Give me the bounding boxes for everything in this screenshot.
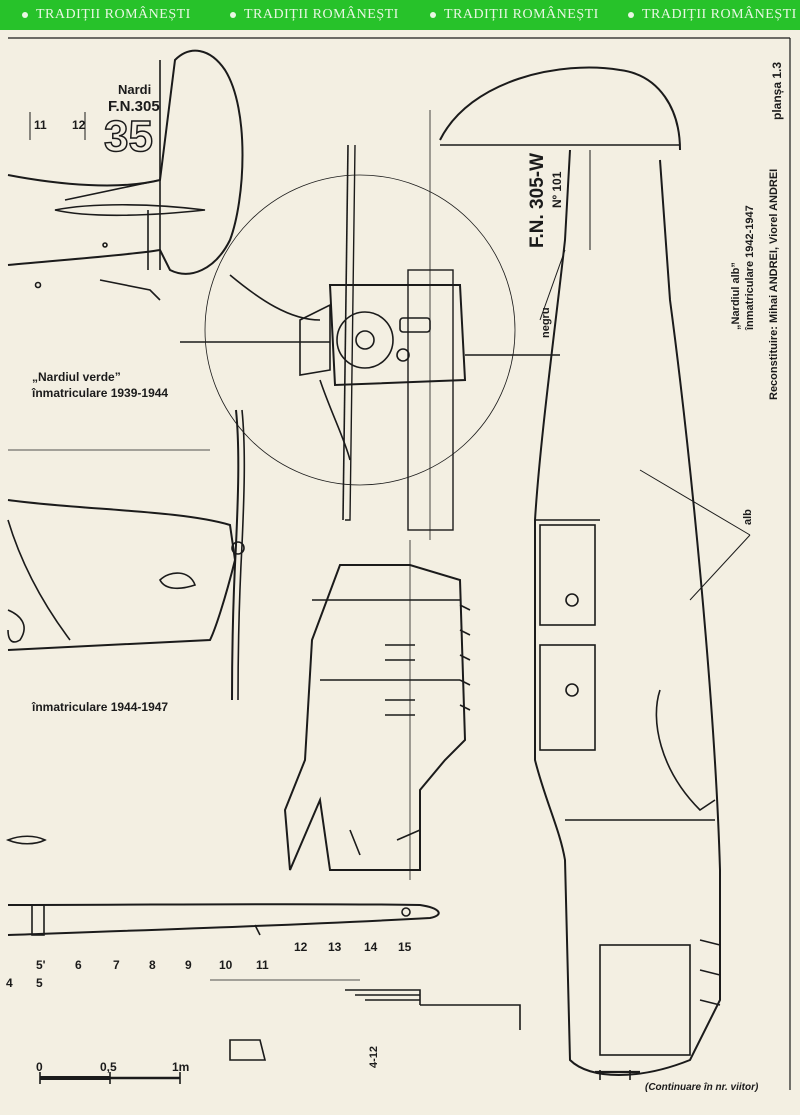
- tail-name: Nardi: [118, 82, 152, 97]
- white-version-registration: înmatriculare 1942-1947: [744, 205, 756, 330]
- header-banner: TRADIȚII ROMÂNEȘTI TRADIȚII ROMÂNEȘTI TR…: [0, 0, 800, 30]
- fuselage-plan-view: [7, 409, 246, 701]
- station-number: 11: [256, 958, 269, 972]
- station-number: 14: [364, 940, 378, 954]
- continuation-note: (Continuare în nr. viitor): [645, 1082, 759, 1093]
- station-number: 8: [149, 958, 156, 972]
- station-number: 5: [36, 976, 43, 990]
- scale-bar: [39, 1072, 181, 1084]
- cockpit-detail: [283, 540, 471, 880]
- scale-tick-label: 0: [36, 1060, 43, 1074]
- station-number: 5': [36, 958, 46, 972]
- green-version-registration: înmatriculare 1939-1944: [32, 386, 169, 400]
- station-number: 12: [72, 118, 86, 132]
- plate-number: planșa 1.3: [770, 61, 784, 120]
- credits: Reconstituire: Mihai ANDREI, Viorel ANDR…: [768, 168, 780, 400]
- banner-item: TRADIȚII ROMÂNEȘTI: [230, 7, 399, 23]
- bullet-icon: [628, 11, 634, 18]
- station-number: 10: [219, 958, 233, 972]
- bullet-icon: [22, 11, 28, 18]
- scale-tick-label: 0,5: [100, 1060, 117, 1074]
- banner-item: TRADIȚII ROMÂNEȘTI: [628, 7, 797, 23]
- station-number: 7: [113, 958, 120, 972]
- station-number: 9: [185, 958, 192, 972]
- scale-tick-label: 1m: [172, 1060, 190, 1074]
- bullet-icon: [430, 11, 436, 18]
- banner-item: TRADIȚII ROMÂNEȘTI: [22, 7, 191, 23]
- wing-profile-view: [5, 835, 521, 1061]
- registration-1944: înmatriculare 1944-1947: [32, 700, 169, 714]
- black-color-label: negru: [540, 307, 552, 338]
- fuselage-serial: Nº 101: [550, 171, 564, 208]
- station-number: 6: [75, 958, 82, 972]
- tail-side-view: [7, 49, 244, 301]
- bullet-icon: [230, 11, 236, 18]
- station-number: 12: [294, 940, 308, 954]
- tail-model: F.N.305: [108, 98, 160, 115]
- station-number: 15: [398, 940, 412, 954]
- fuselage-model: F.N. 305-W: [527, 152, 548, 248]
- banner-item: TRADIȚII ROMÂNEȘTI: [430, 7, 599, 23]
- station-number: 11: [34, 118, 47, 132]
- section-range: 4-12: [368, 1045, 380, 1068]
- front-view: [180, 110, 560, 540]
- tail-number: 35: [103, 111, 153, 162]
- green-version-title: „Nardiul verde”: [32, 370, 121, 384]
- fuselage-side-view: [439, 66, 751, 1080]
- station-number: 13: [328, 940, 342, 954]
- station-number: 4: [6, 976, 13, 990]
- white-color-label: alb: [742, 509, 754, 525]
- white-version-title: „Nardiul alb”: [730, 262, 742, 330]
